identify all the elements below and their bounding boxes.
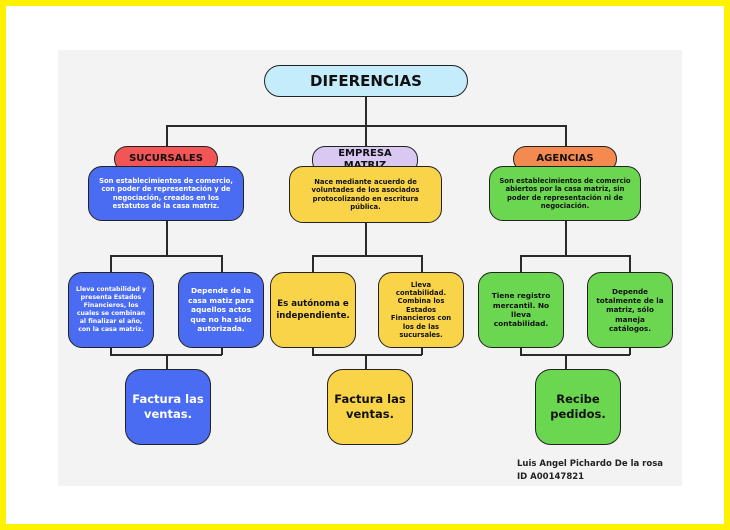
connector-line (629, 347, 631, 355)
sucursales-right-node: Depende de la casa matiz para aquellos a… (178, 272, 264, 348)
author-id: ID A00147821 (517, 472, 585, 482)
title-node: DIFERENCIAS (264, 65, 468, 97)
connector-line (565, 354, 567, 370)
connector-line (365, 125, 367, 147)
connector-line (166, 354, 168, 370)
connector-line (221, 347, 223, 355)
connector-line (110, 347, 112, 355)
agencias-description: Son establecimientos de comercio abierto… (489, 166, 641, 221)
connector-line (520, 347, 522, 355)
connector-line (520, 255, 522, 273)
connector-line (221, 255, 223, 273)
connector-line (365, 222, 367, 256)
empresa-matriz-right-node: Lleva contabilidad. Combina los Estados … (378, 272, 464, 348)
empresa-matriz-description: Nace mediante acuerdo de voluntades de l… (289, 166, 442, 223)
connector-line (365, 354, 367, 370)
agencias-right-node: Depende totalmente de la matriz, sólo ma… (587, 272, 673, 348)
connector-line (312, 255, 422, 257)
connector-line (110, 255, 222, 257)
connector-line (565, 220, 567, 256)
empresa-matriz-left-node: Es autónoma e independiente. (270, 272, 356, 348)
author-block: Luis Angel Pichardo De la rosa ID A00147… (517, 458, 663, 484)
connector-line (565, 125, 567, 147)
agencias-left-node: Tiene registro mercantil. No lleva conta… (478, 272, 564, 348)
connector-line (520, 354, 630, 356)
connector-line (110, 255, 112, 273)
connector-line (312, 347, 314, 355)
connector-line (421, 347, 423, 355)
author-name: Luis Angel Pichardo De la rosa (517, 459, 664, 469)
connector-line (365, 97, 367, 125)
sucursales-left-node: Lleva contabilidad y presenta Estados Fi… (68, 272, 154, 348)
sucursales-description: Son establecimientos de comercio, con po… (88, 166, 244, 221)
connector-line (166, 220, 168, 256)
connector-line (166, 125, 168, 147)
connector-line (520, 255, 630, 257)
connector-line (312, 354, 422, 356)
connector-line (421, 255, 423, 273)
empresa-matriz-bottom-node: Factura las ventas. (327, 369, 413, 445)
connector-line (629, 255, 631, 273)
agencias-bottom-node: Recibe pedidos. (535, 369, 621, 445)
sucursales-bottom-node: Factura las ventas. (125, 369, 211, 445)
connector-line (312, 255, 314, 273)
